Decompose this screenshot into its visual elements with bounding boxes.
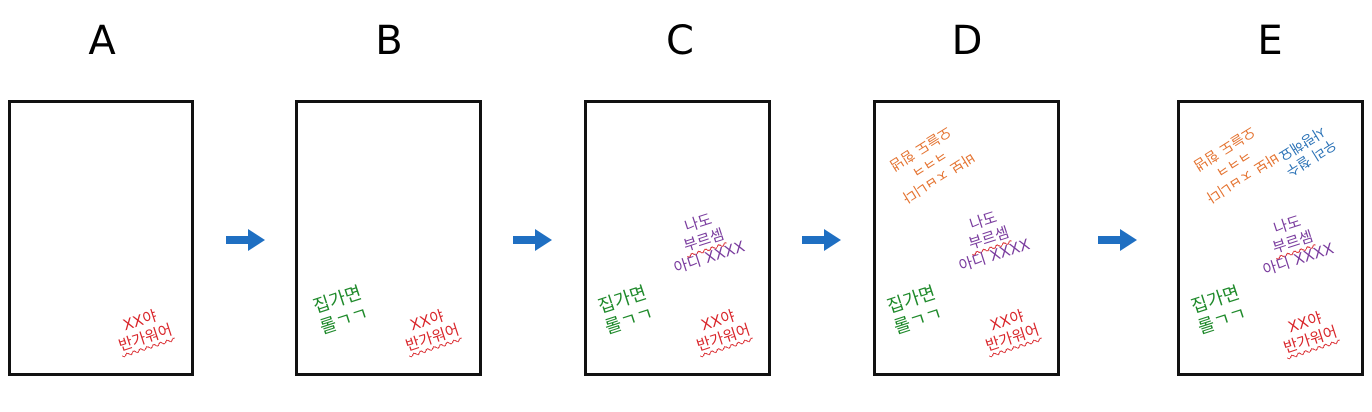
panel-d: 바보 ㅈㅂ니다 ㅋㅋㅋ 오늘도 힘냄 나도 부르셈 아디 XXXX 집가면 롤ㄱ… <box>873 100 1060 376</box>
sticky-note-orange: 바보 ㅈㅂ니다 ㅋㅋㅋ 오늘도 힘냄 <box>1185 119 1281 205</box>
sticky-note-red: XX야 반가워어 <box>111 303 174 355</box>
panel-label-b: B <box>375 18 403 64</box>
right-arrow-icon <box>1098 229 1137 251</box>
panel-b: 집가면 롤ㄱㄱ XX야 반가워어 <box>295 100 482 376</box>
panel-c: 나도 부르셈 아디 XXXX 집가면 롤ㄱㄱ XX야 반가워어 <box>584 100 771 376</box>
panel-label-d: D <box>951 18 983 64</box>
panel-label-e: E <box>1257 18 1283 64</box>
sticky-note-green: 집가면 롤ㄱㄱ <box>885 282 946 338</box>
sticky-note-red: XX야 반가워어 <box>1276 305 1339 357</box>
sticky-note-purple: 나도 부르셈 아디 XXXX <box>1249 205 1336 279</box>
right-arrow-icon <box>226 229 265 251</box>
sticky-note-red: XX야 반가워어 <box>978 303 1041 355</box>
sticky-note-red: XX야 반가워어 <box>398 303 461 355</box>
panel-e: 바보 ㅈㅂ니다 ㅋㅋㅋ 오늘도 힘냄 우리 철수 사랑해요 나도 부르셈 아디 … <box>1177 100 1364 376</box>
sticky-note-orange: 바보 ㅈㅂ니다 ㅋㅋㅋ 오늘도 힘냄 <box>881 119 977 205</box>
sticky-note-purple: 나도 부르셈 아디 XXXX <box>945 201 1032 275</box>
sticky-note-green: 집가면 롤ㄱㄱ <box>596 282 657 338</box>
sticky-note-purple: 나도 부르셈 아디 XXXX <box>660 203 747 277</box>
panel-a: XX야 반가워어 <box>8 100 194 376</box>
right-arrow-icon <box>802 229 841 251</box>
panel-label-a: A <box>88 18 116 64</box>
panel-label-c: C <box>666 18 694 64</box>
sticky-note-green: 집가면 롤ㄱㄱ <box>311 282 372 338</box>
sticky-note-red: XX야 반가워어 <box>689 303 752 355</box>
sticky-note-blue: 우리 철수 사랑해요 <box>1273 121 1339 179</box>
right-arrow-icon <box>513 229 552 251</box>
sticky-note-green: 집가면 롤ㄱㄱ <box>1189 282 1250 338</box>
